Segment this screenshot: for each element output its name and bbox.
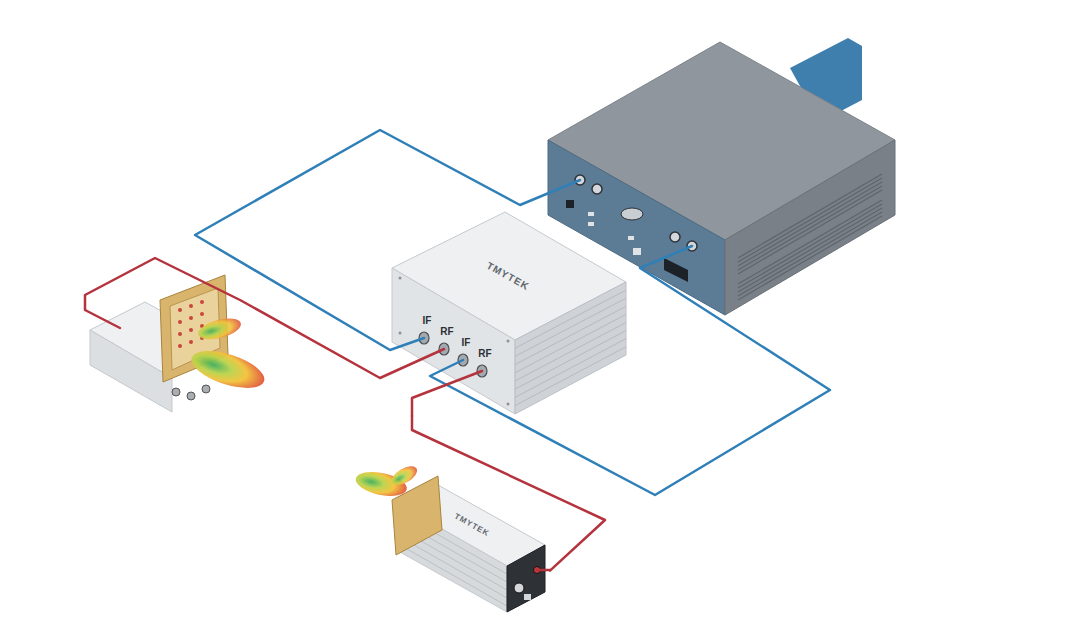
fin-line xyxy=(515,331,626,390)
box-side xyxy=(515,282,626,414)
chassis-vents xyxy=(738,174,882,300)
fin-line xyxy=(515,347,626,406)
rf-cable xyxy=(85,258,444,378)
brand-logo: TMYTEK xyxy=(485,260,532,292)
connector xyxy=(187,392,195,400)
beam-lobe xyxy=(187,343,269,395)
screw xyxy=(507,340,510,343)
antenna-flange xyxy=(392,476,442,555)
beam-lobe xyxy=(196,314,243,343)
db-connector xyxy=(621,208,643,220)
antenna-element xyxy=(178,320,182,324)
converter-box xyxy=(392,212,626,414)
beam-pattern xyxy=(187,314,269,395)
rf-cable xyxy=(537,569,550,572)
fin-line xyxy=(515,339,626,398)
antenna-module xyxy=(354,463,545,612)
antenna-element xyxy=(189,328,193,332)
vent-slot xyxy=(738,216,882,300)
cables xyxy=(85,130,830,570)
brand-logo: TMYTEK xyxy=(453,512,491,539)
lan-port xyxy=(633,248,641,255)
antenna-element xyxy=(189,316,193,320)
display-slot xyxy=(664,258,688,282)
chassis-ports xyxy=(575,175,697,251)
usb-port xyxy=(588,222,594,226)
screw xyxy=(399,332,402,335)
port-label: IF xyxy=(423,315,432,326)
antenna-element xyxy=(200,300,204,304)
connector xyxy=(202,385,210,393)
rf-port xyxy=(670,232,680,242)
unit-connectors xyxy=(172,385,210,400)
if-cable xyxy=(195,130,580,350)
fin-line xyxy=(515,314,626,372)
usb-port xyxy=(588,212,594,216)
port-label: RF xyxy=(440,326,453,337)
beam-lobe xyxy=(389,463,420,489)
fin-line xyxy=(515,323,626,382)
rf-port xyxy=(592,184,602,194)
vent-slot xyxy=(738,212,882,296)
antenna-elements xyxy=(178,300,204,348)
usb-port xyxy=(628,236,634,240)
vent-slot xyxy=(738,208,882,292)
usb-port xyxy=(524,594,531,600)
vent-slot xyxy=(738,204,882,288)
fin-line xyxy=(400,537,507,598)
cooling-fins xyxy=(515,290,626,406)
chassis-side xyxy=(725,140,895,315)
rf-cable xyxy=(412,371,482,416)
antenna-element xyxy=(178,332,182,336)
vent-slot xyxy=(738,200,882,284)
converter-box: TMYTEK xyxy=(392,212,626,416)
screw xyxy=(507,403,510,406)
screw xyxy=(399,277,402,280)
rf-cable xyxy=(412,416,605,571)
port-label: RF xyxy=(478,348,491,359)
phased-array-unit xyxy=(90,275,269,412)
module-end xyxy=(507,545,545,612)
antenna-element xyxy=(178,344,182,348)
unit-front xyxy=(90,330,172,412)
antenna-element xyxy=(189,304,193,308)
antenna-element xyxy=(178,308,182,312)
vent-slot xyxy=(738,190,882,274)
connector xyxy=(172,388,180,396)
port-label: IF xyxy=(462,337,471,348)
power-switch xyxy=(566,200,574,208)
box-front xyxy=(392,268,515,414)
fin-line xyxy=(400,545,507,606)
antenna-element xyxy=(200,312,204,316)
rf-port xyxy=(514,583,524,593)
antenna-module: TMYTEK xyxy=(388,474,550,616)
antenna-element xyxy=(189,340,193,344)
if-cable xyxy=(430,246,830,495)
